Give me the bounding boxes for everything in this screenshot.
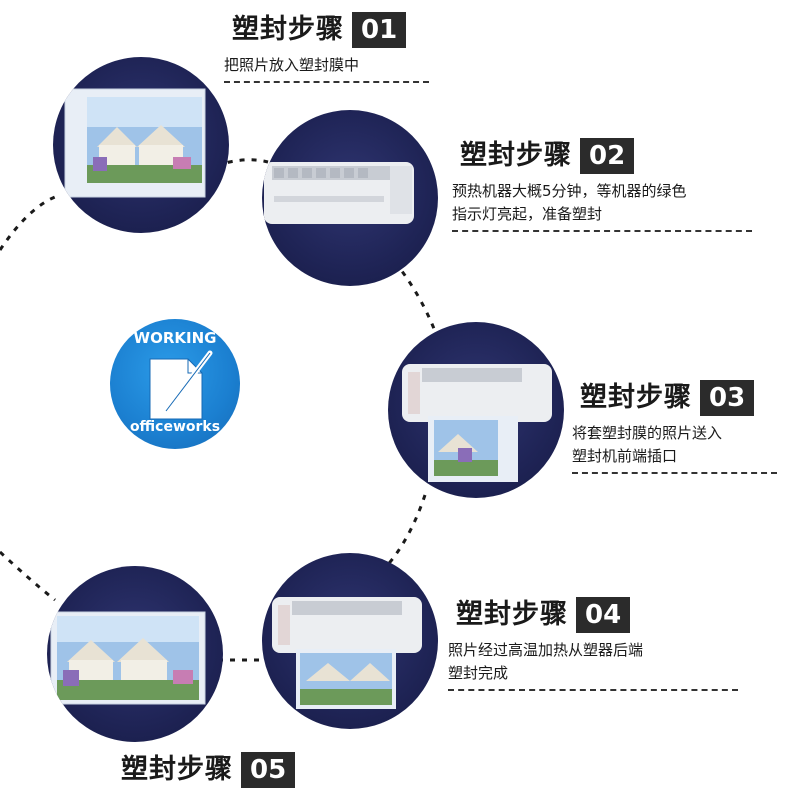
- step-3-block: 塑封步骤 03 将套塑封膜的照片送入 塑封机前端插口: [572, 380, 777, 474]
- step-5-title-text: 塑封步骤: [113, 752, 241, 788]
- step-2-title-text: 塑封步骤: [452, 138, 580, 174]
- photo-pouch-illustration: [64, 88, 206, 198]
- step-4-line-1: 照片经过高温加热从塑器后端: [448, 641, 644, 659]
- step4-image: [262, 553, 438, 729]
- step-3-line-2: 塑封机前端插口: [572, 447, 678, 465]
- laminator-output-illustration: [272, 597, 422, 709]
- step-2-title: 塑封步骤 02: [452, 138, 752, 174]
- step-5-number: 05: [241, 752, 296, 788]
- step-1-block: 塑封步骤 01 把照片放入塑封膜中: [224, 12, 429, 83]
- step-3-line-1: 将套塑封膜的照片送入: [572, 424, 723, 442]
- step-2-line-2: 指示灯亮起，准备塑封: [452, 205, 603, 223]
- step-3-title: 塑封步骤 03: [572, 380, 777, 416]
- laminator-feed-illustration: [402, 364, 552, 482]
- step-1-number: 01: [352, 12, 407, 48]
- badge-top-text: WORKING: [133, 329, 217, 347]
- step-3-desc: 将套塑封膜的照片送入 塑封机前端插口: [572, 422, 777, 468]
- step-4-number: 04: [576, 597, 631, 633]
- step-3-title-text: 塑封步骤: [572, 380, 700, 416]
- step-4-block: 塑封步骤 04 照片经过高温加热从塑器后端 塑封完成: [448, 597, 738, 691]
- step-1-title-text: 塑封步骤: [224, 12, 352, 48]
- step3-image: [388, 322, 564, 498]
- step-2-block: 塑封步骤 02 预热机器大概5分钟，等机器的绿色 指示灯亮起，准备塑封: [452, 138, 752, 232]
- step-4-divider: [448, 689, 738, 691]
- badge-bottom-text: officeworks: [129, 419, 221, 435]
- officeworks-badge: WORKING officeworks: [104, 313, 246, 455]
- laminated-photo-illustration: [50, 611, 206, 705]
- document-pen-icon: [149, 350, 213, 420]
- step-2-line-1: 预热机器大概5分钟，等机器的绿色: [452, 182, 687, 200]
- step-2-divider: [452, 230, 752, 232]
- step5-image: [47, 566, 223, 742]
- badge-inner: WORKING officeworks: [110, 319, 240, 449]
- step-4-line-2: 塑封完成: [448, 664, 509, 682]
- step-5-title: 塑封步骤 05: [113, 752, 318, 788]
- step-4-desc: 照片经过高温加热从塑器后端 塑封完成: [448, 639, 738, 685]
- step-1-divider: [224, 81, 429, 83]
- step-2-number: 02: [580, 138, 635, 174]
- step1-image: [53, 57, 229, 233]
- step-2-desc: 预热机器大概5分钟，等机器的绿色 指示灯亮起，准备塑封: [452, 180, 752, 226]
- step-1-line-1: 把照片放入塑封膜中: [224, 56, 360, 74]
- step-3-number: 03: [700, 380, 755, 416]
- step-4-title-text: 塑封步骤: [448, 597, 576, 633]
- laminator-illustration: [264, 162, 414, 224]
- step-4-title: 塑封步骤 04: [448, 597, 738, 633]
- step-5-block: 塑封步骤 05: [113, 752, 318, 788]
- step-1-title: 塑封步骤 01: [224, 12, 429, 48]
- step-1-desc: 把照片放入塑封膜中: [224, 54, 429, 77]
- step2-image: [262, 110, 438, 286]
- step-3-divider: [572, 472, 777, 474]
